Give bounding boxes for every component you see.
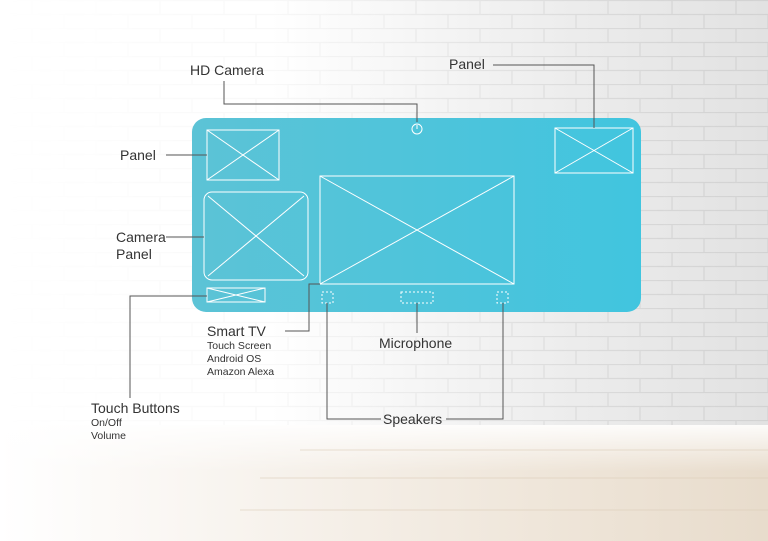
label-microphone: Microphone <box>379 335 453 351</box>
power-circle-icon <box>411 123 423 135</box>
touch-buttons-feature: Volume <box>91 430 127 442</box>
label-touch-buttons: Touch Buttons On/Off Volume <box>91 400 180 443</box>
leader-lines <box>129 64 595 420</box>
microphone-box <box>400 291 434 304</box>
label-speakers: Speakers <box>383 411 443 427</box>
touch-buttons-feature: On/Off <box>91 417 122 429</box>
floor-planks <box>240 449 768 511</box>
touch-buttons-title: Touch Buttons <box>91 400 180 416</box>
camera-panel-box <box>203 191 309 281</box>
smart-tv-screen <box>319 175 515 285</box>
label-panel-left: Panel <box>120 147 156 163</box>
label-hd-camera: HD Camera <box>190 62 264 78</box>
touch-buttons-box <box>206 287 266 303</box>
label-camera-panel: Camera Panel <box>116 229 166 262</box>
label-smart-tv: Smart TV Touch Screen Android OS Amazon … <box>207 323 274 379</box>
speaker-left-box <box>321 291 334 304</box>
device-wireframe <box>203 123 634 304</box>
device-body <box>192 118 641 312</box>
smart-tv-title: Smart TV <box>207 323 266 339</box>
smart-tv-feature: Amazon Alexa <box>207 366 275 378</box>
smart-tv-feature: Touch Screen <box>207 340 272 352</box>
label-panel-top-right: Panel <box>449 56 485 72</box>
smart-tv-feature: Android OS <box>207 353 262 365</box>
speaker-right-box <box>496 291 509 304</box>
